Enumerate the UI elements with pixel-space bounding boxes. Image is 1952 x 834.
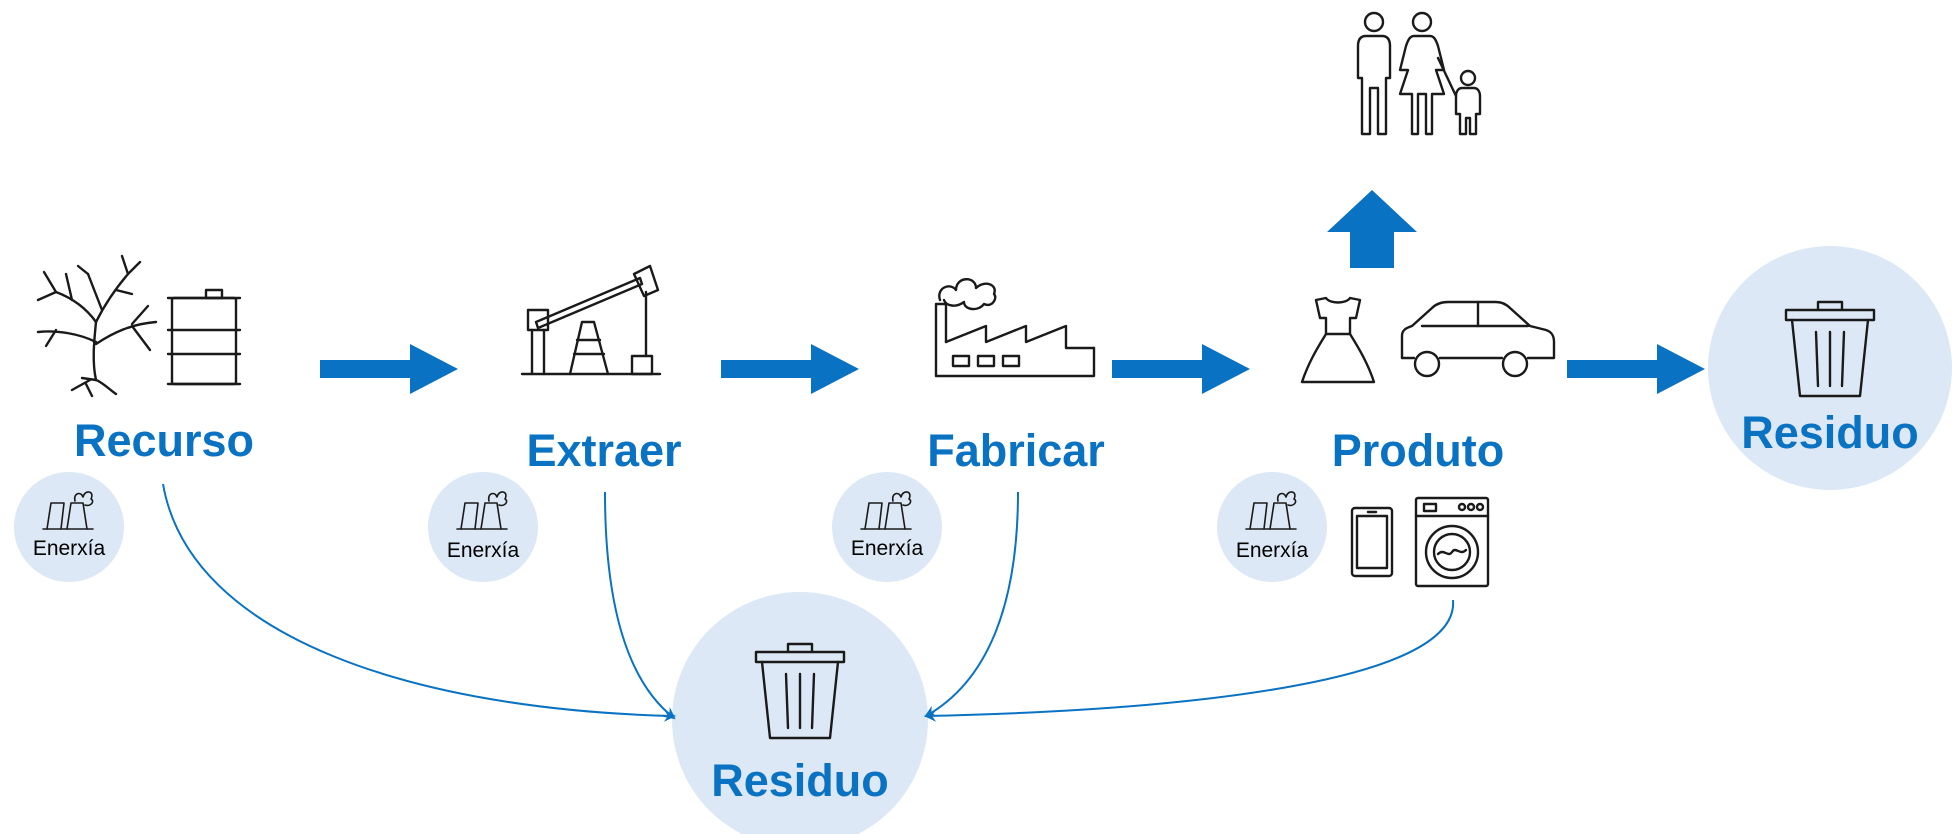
energy-manufacture: Enerxía [832,472,942,582]
oil-pump-icon [520,264,662,376]
stage-label-resource: Recurso [74,415,254,466]
energy-extract: Enerxía [428,472,538,582]
flow-extract-to-waste [604,491,676,720]
arrow-product-waste [1567,344,1705,394]
waste-final-label: Residuo [1741,407,1919,458]
power-plant-icon [42,491,94,530]
factory-icon [934,278,1096,378]
energy-label: Enerxía [1236,539,1309,562]
stage-label-manufacture: Fabricar [927,425,1105,476]
family-icon [1356,11,1482,136]
power-plant-icon [456,491,508,530]
flow-product-to-waste [924,599,1455,722]
oil-barrel-icon [166,288,242,386]
arrow-manufacture-product [1112,344,1250,394]
power-plant-icon [860,491,912,530]
energy-label: Enerxía [447,539,520,562]
trash-can-icon [754,642,846,740]
power-plant-icon [1245,491,1297,530]
flow-manufacture-to-waste [924,491,1019,717]
dress-icon [1300,296,1376,384]
stage-label-extract: Extraer [526,425,681,476]
energy-label: Enerxía [33,537,106,560]
car-icon [1400,300,1556,378]
arrow-up-consumers [1327,190,1417,268]
energy-resource: Enerxía [14,472,124,582]
stage-label-product: Produto [1332,425,1504,476]
arrow-resource-extract [320,344,458,394]
smartphone-icon [1350,506,1394,578]
trash-can-icon [1784,300,1876,398]
energy-label: Enerxía [851,537,924,560]
arrow-extract-manufacture [721,344,859,394]
dead-tree-icon [36,254,158,398]
washing-machine-icon [1414,496,1490,588]
waste-central-label: Residuo [711,755,889,806]
energy-product: Enerxía [1217,472,1327,582]
flow-resource-to-waste [162,483,676,722]
